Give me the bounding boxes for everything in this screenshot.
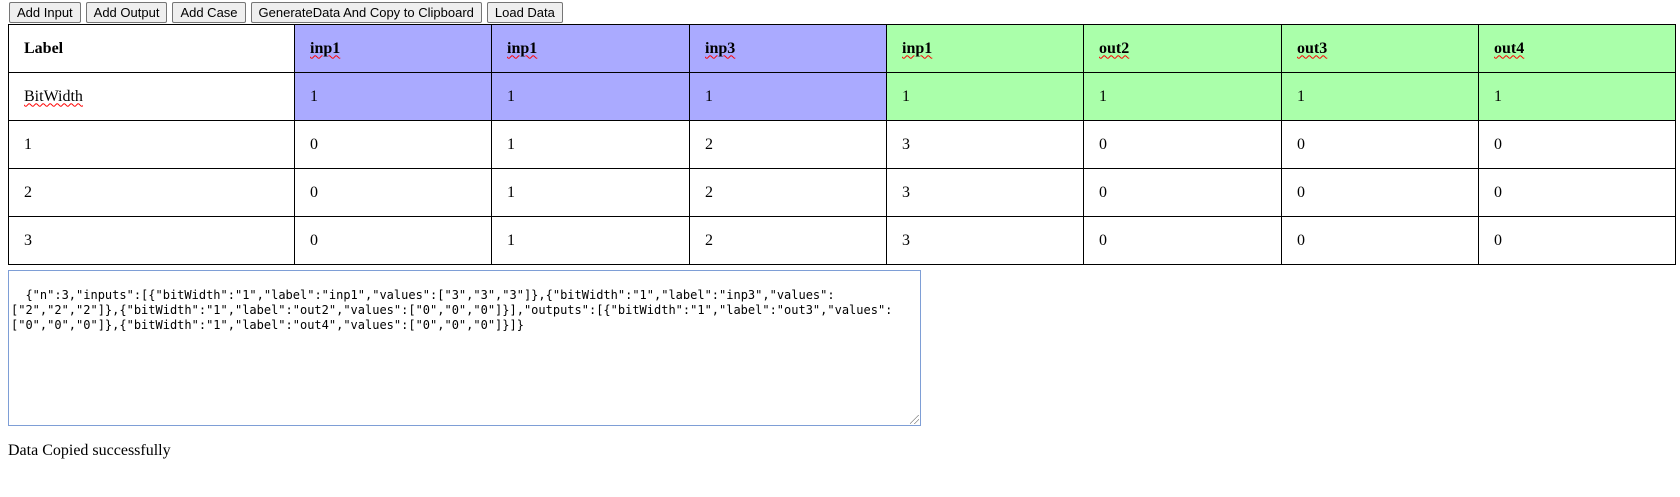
toolbar: Add Input Add Output Add Case GenerateDa… — [9, 2, 563, 23]
value-cell[interactable]: 3 — [886, 120, 1084, 169]
load-data-button[interactable]: Load Data — [486, 2, 563, 23]
value-cell[interactable]: 1 — [491, 216, 690, 265]
status-message: Data Copied successfully — [8, 442, 171, 459]
output-header-cell[interactable]: out4 — [1478, 24, 1676, 73]
value-cell[interactable]: 0 — [1083, 120, 1282, 169]
value-cell[interactable]: 0 — [1281, 120, 1479, 169]
input-header-cell[interactable]: inp1 — [491, 24, 690, 73]
output-header-name[interactable]: out3 — [1297, 39, 1328, 57]
output-header-cell[interactable]: out2 — [1083, 24, 1282, 73]
resize-handle-icon[interactable] — [910, 415, 919, 424]
output-header-cell[interactable]: inp1 — [886, 24, 1084, 73]
bitwidth-cell[interactable]: 1 — [294, 72, 492, 121]
case-label: 2 — [8, 168, 295, 217]
value-cell[interactable]: 1 — [491, 168, 690, 217]
input-header-cell[interactable]: inp1 — [294, 24, 492, 73]
input-header-name[interactable]: inp1 — [507, 39, 538, 57]
bitwidth-cell[interactable]: 1 — [1083, 72, 1282, 121]
add-output-button[interactable]: Add Output — [85, 2, 168, 23]
header-row: Label inp1 inp1 inp3 inp1 out2 out3 out4 — [8, 24, 1676, 73]
bitwidth-cell[interactable]: 1 — [491, 72, 690, 121]
output-header-name[interactable]: inp1 — [902, 39, 933, 57]
data-json-text: {"n":3,"inputs":[{"bitWidth":"1","label"… — [11, 288, 893, 332]
test-case-table: Label inp1 inp1 inp3 inp1 out2 out3 out4… — [8, 24, 1676, 265]
output-header-name[interactable]: out4 — [1494, 39, 1525, 57]
bitwidth-cell[interactable]: 1 — [689, 72, 887, 121]
value-cell[interactable]: 0 — [1281, 216, 1479, 265]
value-cell[interactable]: 1 — [491, 120, 690, 169]
table-row: 3 0 1 2 3 0 0 0 — [8, 216, 1676, 265]
value-cell[interactable]: 0 — [294, 120, 492, 169]
value-cell[interactable]: 0 — [1478, 120, 1676, 169]
bitwidth-cell[interactable]: 1 — [1281, 72, 1479, 121]
table-row: 2 0 1 2 3 0 0 0 — [8, 168, 1676, 217]
value-cell[interactable]: 0 — [294, 216, 492, 265]
add-case-button[interactable]: Add Case — [172, 2, 246, 23]
generate-data-copy-button[interactable]: GenerateData And Copy to Clipboard — [250, 2, 482, 23]
input-header-name[interactable]: inp1 — [310, 39, 341, 57]
input-header-cell[interactable]: inp3 — [689, 24, 887, 73]
value-cell[interactable]: 0 — [1478, 216, 1676, 265]
input-header-name[interactable]: inp3 — [705, 39, 736, 57]
bitwidth-cell[interactable]: 1 — [1478, 72, 1676, 121]
case-label: 3 — [8, 216, 295, 265]
value-cell[interactable]: 2 — [689, 168, 887, 217]
value-cell[interactable]: 0 — [294, 168, 492, 217]
output-header-name[interactable]: out2 — [1099, 39, 1130, 57]
value-cell[interactable]: 2 — [689, 120, 887, 169]
label-header: Label — [8, 24, 295, 73]
bitwidth-row: BitWidth 1 1 1 1 1 1 1 — [8, 72, 1676, 121]
value-cell[interactable]: 0 — [1478, 168, 1676, 217]
bitwidth-cell[interactable]: 1 — [886, 72, 1084, 121]
output-header-cell[interactable]: out3 — [1281, 24, 1479, 73]
bitwidth-label: BitWidth — [8, 72, 295, 121]
value-cell[interactable]: 0 — [1281, 168, 1479, 217]
value-cell[interactable]: 0 — [1083, 216, 1282, 265]
value-cell[interactable]: 2 — [689, 216, 887, 265]
add-input-button[interactable]: Add Input — [9, 2, 81, 23]
value-cell[interactable]: 3 — [886, 216, 1084, 265]
value-cell[interactable]: 3 — [886, 168, 1084, 217]
data-textarea[interactable]: {"n":3,"inputs":[{"bitWidth":"1","label"… — [8, 270, 921, 426]
case-label: 1 — [8, 120, 295, 169]
table-row: 1 0 1 2 3 0 0 0 — [8, 120, 1676, 169]
value-cell[interactable]: 0 — [1083, 168, 1282, 217]
